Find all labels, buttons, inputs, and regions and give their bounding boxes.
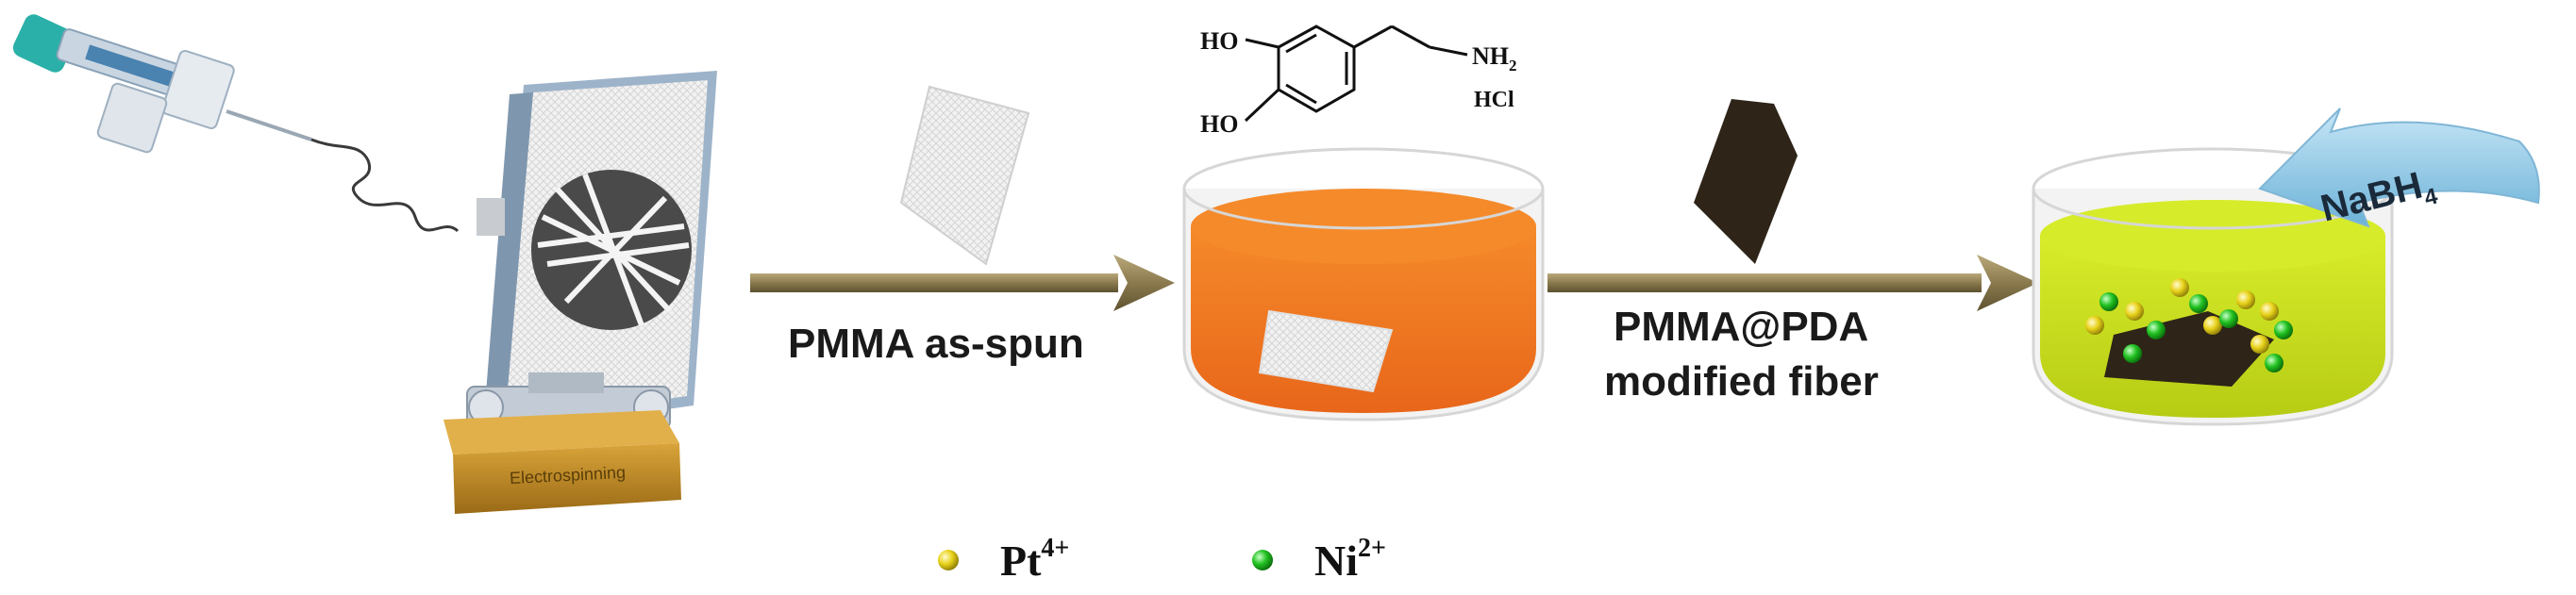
process-arrow-1: [750, 255, 1175, 311]
ni-ions: [2099, 292, 2293, 372]
wooden-base: Electrospinning: [443, 410, 681, 514]
pt-legend-marker: [938, 550, 959, 570]
hydroxyl-label-bottom: HO: [1200, 110, 1238, 138]
pda-fiber-sheet: [1694, 99, 1798, 264]
ni-legend-marker: [1252, 550, 1273, 570]
pmma-fiber-sheet: [899, 85, 1030, 266]
pt-ions: [2085, 278, 2279, 354]
submerged-fiber-sheet: [1258, 309, 1394, 393]
electrospinning-setup: Electrospinning: [12, 14, 717, 514]
pt-legend-label: Pt4+: [1000, 534, 1070, 585]
high-voltage-wire: [310, 138, 460, 233]
step1-label: PMMA as-spun: [788, 321, 1084, 367]
plating-beaker: [2032, 147, 2394, 426]
syringe-pump: [12, 14, 312, 154]
process-arrow-2: [1547, 255, 2038, 311]
dopamine-molecule: [1244, 25, 1468, 123]
collector-plate: [477, 71, 717, 434]
dopamine-beaker: [1182, 147, 1545, 421]
step2-label-line1: PMMA@PDA: [1614, 304, 1869, 350]
ni-legend-label: Ni2+: [1314, 534, 1386, 585]
step2-label-line2: modified fiber: [1604, 358, 1879, 405]
hcl-label: HCl: [1474, 88, 1514, 112]
amine-label: NH2: [1472, 42, 1517, 74]
hydroxyl-label-top: HO: [1200, 27, 1238, 55]
